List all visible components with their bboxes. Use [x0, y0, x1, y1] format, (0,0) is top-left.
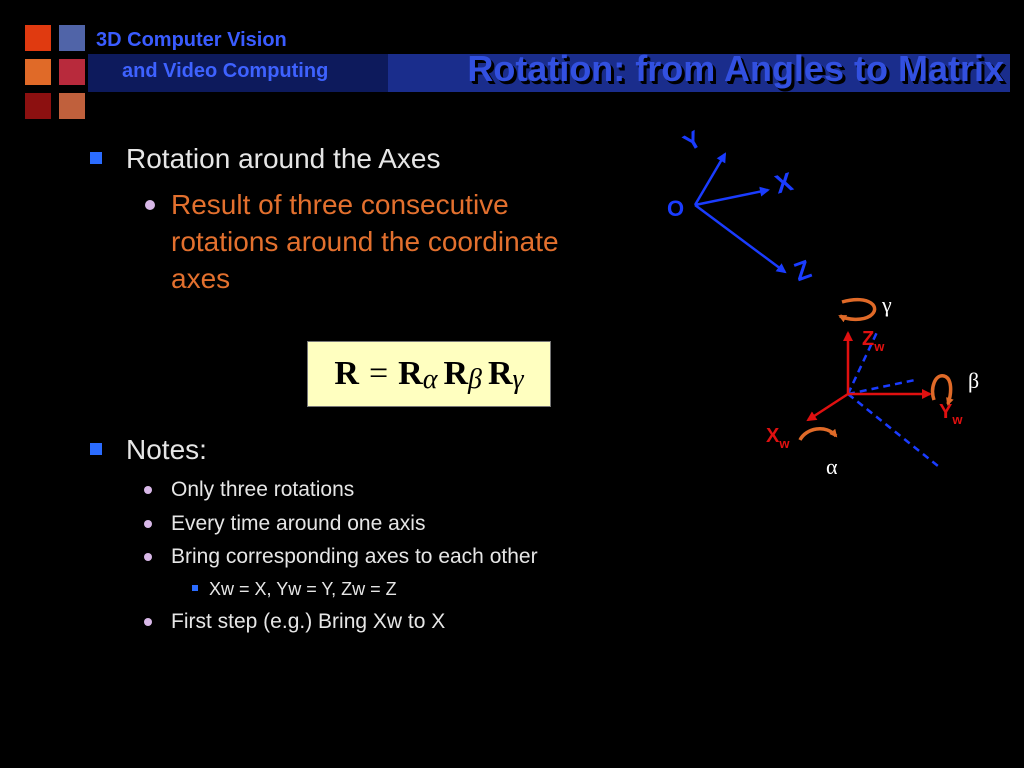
bullet-marker — [144, 520, 152, 528]
camera-z-axis — [694, 203, 787, 274]
camera-x-label: X — [772, 166, 797, 200]
bullet-rotation-around-axes: Rotation around the Axes — [90, 143, 441, 175]
beta-rotation-arrow — [930, 374, 954, 406]
equation-r-alpha: R — [398, 355, 423, 392]
bullet-marker — [144, 553, 152, 561]
bullet-marker — [144, 486, 152, 494]
note-text: Every time around one axis — [171, 512, 426, 535]
equation-r-gamma: R — [487, 355, 513, 392]
world-x-axis — [806, 392, 849, 422]
camera-y-axis — [693, 152, 727, 206]
gamma-label: γ — [881, 292, 892, 317]
gamma-subscript: γ — [512, 364, 524, 395]
note-text: Bring corresponding axes to each other — [171, 545, 538, 568]
xw-main: X — [766, 425, 780, 447]
logo-square — [59, 59, 85, 85]
note-item: First step (e.g.) Bring Xw to X — [144, 610, 446, 634]
yw-main: Y — [939, 401, 953, 423]
equation-r-beta: R — [443, 355, 468, 392]
note-text: Only three rotations — [171, 478, 355, 501]
course-name-line1: 3D Computer Vision — [96, 29, 287, 51]
logo-square — [25, 93, 51, 119]
camera-origin-label: O — [667, 196, 684, 221]
beta-label: β — [968, 368, 979, 393]
xw-subscript: w — [778, 436, 790, 451]
gamma-rotation-arrow — [838, 297, 877, 323]
sub-note-item: Xw = X, Yw = Y, Zw = Z — [192, 579, 397, 600]
camera-z-label: Z — [790, 253, 815, 287]
note-item: Every time around one axis — [144, 512, 426, 536]
yw-subscript: w — [951, 412, 963, 427]
logo-square — [25, 59, 51, 85]
bullet-notes: Notes: — [90, 434, 207, 466]
dashed-axis — [847, 378, 916, 396]
world-frame: Zw Yw Xw γ β α — [766, 292, 979, 479]
logo-square — [59, 25, 85, 51]
bullet-marker — [192, 585, 198, 591]
title-band-left — [88, 54, 388, 92]
equation-lhs: R — [334, 355, 359, 392]
bullet-text: Rotation around the Axes — [126, 143, 441, 174]
camera-y-label: Y — [679, 126, 706, 157]
course-name-line2: and Video Computing — [122, 60, 329, 82]
world-z-label: Zw — [862, 328, 885, 354]
alpha-subscript: α — [422, 364, 438, 395]
camera-frame: O X Y Z — [667, 126, 815, 287]
logo-square — [25, 25, 51, 51]
alpha-label: α — [826, 454, 838, 479]
bullet-marker — [144, 618, 152, 626]
dashed-axis — [847, 393, 939, 467]
sub-bullet-text: Result of three consecutive rotations ar… — [171, 189, 559, 294]
alpha-rotation-arrow — [798, 427, 838, 441]
world-y-label: Yw — [939, 401, 963, 427]
slide-title: Rotation: from Angles to Matrix — [467, 48, 1004, 89]
note-item: Only three rotations — [144, 478, 355, 502]
equals-sign: = — [368, 355, 389, 392]
camera-x-axis — [694, 186, 770, 207]
note-text: First step (e.g.) Bring Xw to X — [171, 610, 446, 633]
world-x-label: Xw — [766, 425, 790, 451]
sub-bullet-three-rotations: Result of three consecutive rotations ar… — [145, 186, 601, 297]
note-item: Bring corresponding axes to each other — [144, 545, 538, 569]
logo-square — [59, 93, 85, 119]
beta-subscript: β — [468, 364, 482, 395]
bullet-text: Notes: — [126, 434, 207, 465]
sub-note-text: Xw = X, Yw = Y, Zw = Z — [209, 579, 397, 599]
bullet-marker — [90, 152, 102, 164]
bullet-marker — [145, 200, 155, 210]
zw-subscript: w — [873, 339, 885, 354]
zw-main: Z — [862, 328, 874, 350]
bullet-marker — [90, 443, 102, 455]
